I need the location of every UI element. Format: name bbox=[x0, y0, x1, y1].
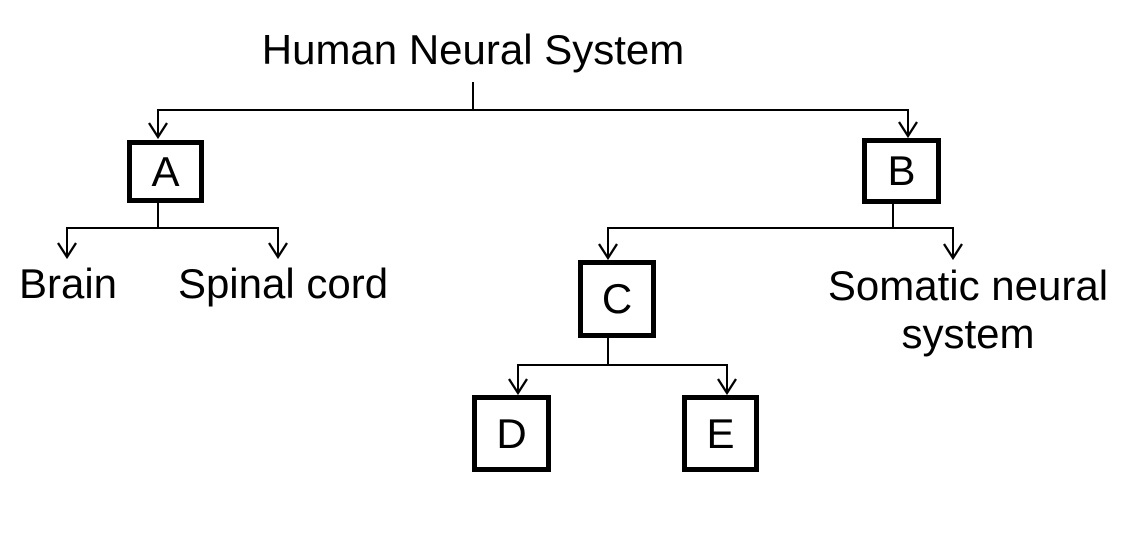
arrowhead-b-icon bbox=[898, 121, 918, 139]
node-a-label: A bbox=[151, 147, 180, 195]
node-e-label: E bbox=[706, 409, 735, 457]
leaf-label-brain: Brain bbox=[18, 260, 118, 307]
arrowhead-spinal-icon bbox=[268, 242, 288, 260]
node-d: D bbox=[472, 395, 551, 472]
leaf-label-spinal-cord: Spinal cord bbox=[177, 260, 389, 307]
node-a: A bbox=[127, 140, 204, 203]
diagram-title: Human Neural System bbox=[261, 26, 685, 73]
arrowhead-brain-icon bbox=[57, 242, 77, 260]
node-b: B bbox=[862, 138, 941, 204]
node-e: E bbox=[682, 395, 759, 472]
node-c: C bbox=[578, 260, 656, 338]
somatic-label-line1: Somatic neural bbox=[827, 262, 1109, 309]
arrowhead-a-icon bbox=[148, 122, 168, 140]
node-b-label: B bbox=[887, 147, 916, 194]
node-d-label: D bbox=[496, 409, 527, 457]
arrowhead-c-icon bbox=[598, 243, 618, 261]
node-c-label: C bbox=[601, 275, 633, 322]
arrowhead-e-icon bbox=[717, 378, 737, 396]
arrowhead-d-icon bbox=[508, 378, 528, 396]
arrowhead-somatic-icon bbox=[943, 243, 963, 261]
somatic-label-line2: system bbox=[901, 310, 1035, 358]
leaf-label-somatic-neural-system: Somatic neural system bbox=[818, 262, 1118, 359]
